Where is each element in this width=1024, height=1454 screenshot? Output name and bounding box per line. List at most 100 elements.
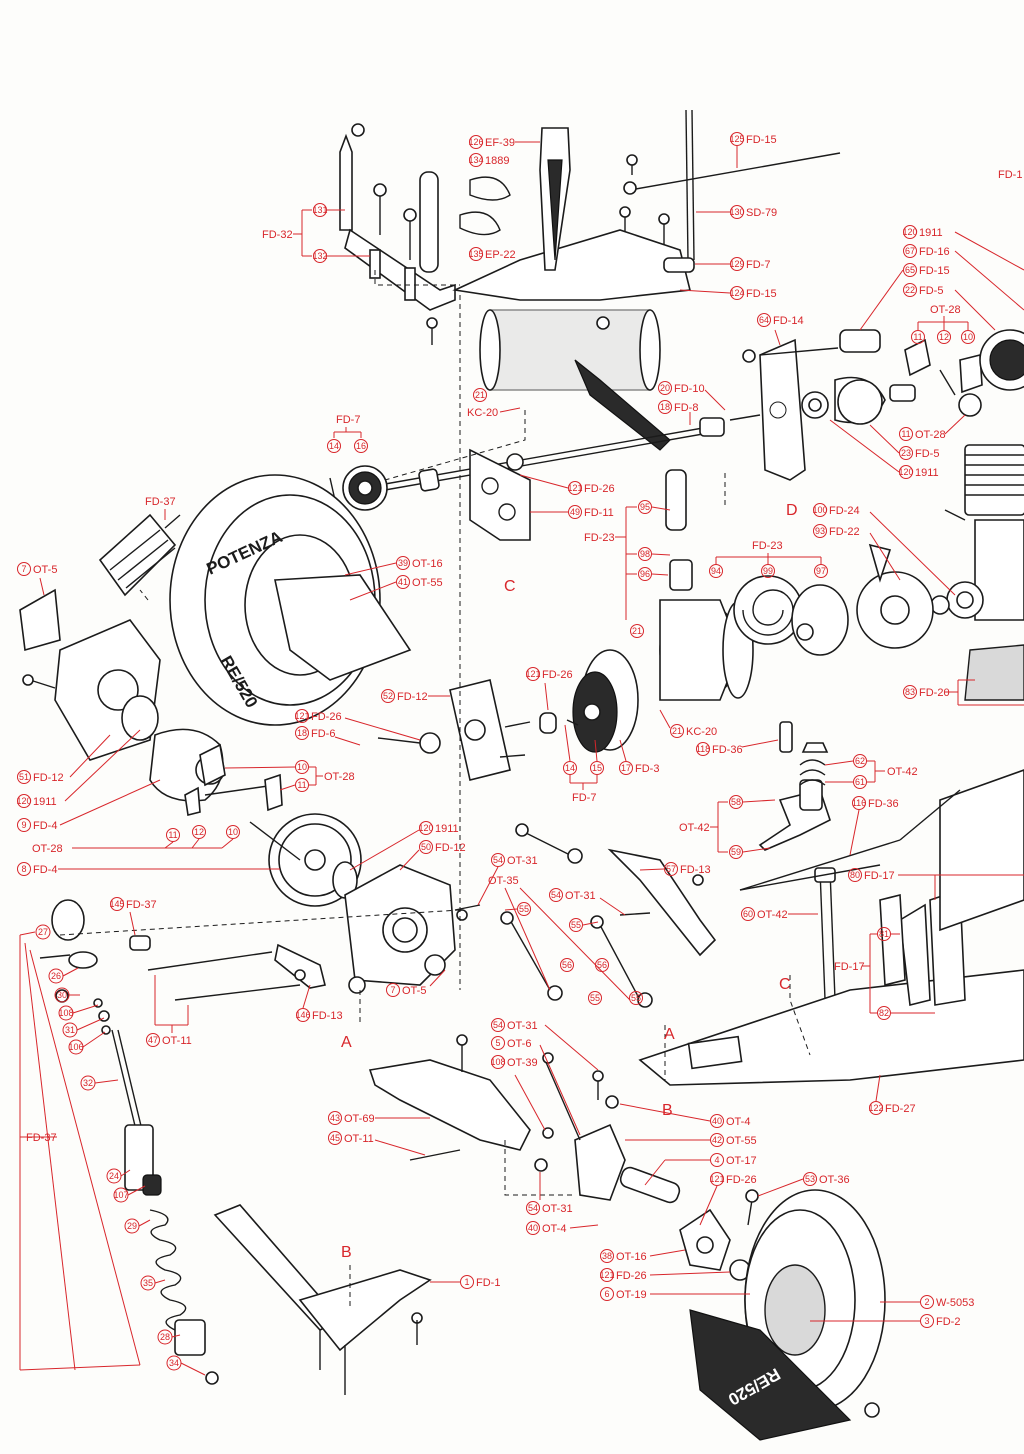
svg-text:21: 21 bbox=[475, 390, 485, 400]
svg-text:134: 134 bbox=[468, 155, 483, 165]
svg-text:120: 120 bbox=[16, 796, 31, 806]
ref-letter-c-chassis: C bbox=[779, 976, 791, 993]
svg-text:45: 45 bbox=[330, 1133, 340, 1143]
svg-text:FD-26: FD-26 bbox=[726, 1174, 757, 1186]
diff-gears-top bbox=[889, 329, 1024, 417]
svg-text:58: 58 bbox=[731, 797, 741, 807]
svg-text:OT-36: OT-36 bbox=[819, 1174, 850, 1186]
svg-text:OT-4: OT-4 bbox=[542, 1223, 566, 1235]
svg-text:124: 124 bbox=[729, 288, 744, 298]
svg-text:OT-42: OT-42 bbox=[887, 766, 918, 778]
svg-text:8: 8 bbox=[21, 864, 26, 874]
svg-text:OT-28: OT-28 bbox=[930, 304, 961, 316]
spur-gear-8 bbox=[249, 813, 362, 907]
svg-text:OT-16: OT-16 bbox=[412, 558, 443, 570]
svg-text:41: 41 bbox=[398, 577, 408, 587]
svg-text:OT-11: OT-11 bbox=[162, 1035, 192, 1047]
svg-text:17: 17 bbox=[621, 763, 631, 773]
body-clips bbox=[459, 176, 511, 236]
chassis-plate bbox=[638, 769, 1024, 1086]
flywheel bbox=[856, 543, 934, 649]
svg-text:99: 99 bbox=[763, 566, 773, 576]
recoil-starter bbox=[659, 469, 849, 701]
svg-text:55: 55 bbox=[571, 920, 581, 930]
svg-text:14: 14 bbox=[329, 441, 339, 451]
svg-text:OT-5: OT-5 bbox=[33, 564, 57, 576]
svg-text:7: 7 bbox=[390, 985, 395, 995]
svg-text:54: 54 bbox=[493, 855, 503, 865]
svg-text:FD-24: FD-24 bbox=[829, 505, 860, 517]
svg-text:2: 2 bbox=[924, 1297, 929, 1307]
svg-text:108: 108 bbox=[490, 1057, 505, 1067]
svg-text:OT-55: OT-55 bbox=[412, 577, 443, 589]
callout-ot-35: OT-35 bbox=[488, 875, 631, 1001]
svg-text:FD-26: FD-26 bbox=[616, 1270, 647, 1282]
svg-text:98: 98 bbox=[640, 549, 650, 559]
rear-gearbox-left bbox=[19, 588, 225, 802]
svg-text:FD-4: FD-4 bbox=[33, 820, 57, 832]
svg-text:FD-22: FD-22 bbox=[829, 526, 860, 538]
svg-text:OT-16: OT-16 bbox=[616, 1251, 647, 1263]
svg-text:20: 20 bbox=[660, 383, 670, 393]
svg-text:54: 54 bbox=[551, 890, 561, 900]
svg-text:OT-31: OT-31 bbox=[507, 855, 538, 867]
svg-text:FD-12: FD-12 bbox=[33, 772, 64, 784]
svg-text:12: 12 bbox=[194, 827, 204, 837]
svg-text:W-5053: W-5053 bbox=[936, 1297, 974, 1309]
svg-text:FD-8: FD-8 bbox=[674, 402, 698, 414]
svg-text:42: 42 bbox=[712, 1135, 722, 1145]
svg-text:132: 132 bbox=[312, 251, 327, 261]
belt-pulley bbox=[566, 649, 639, 753]
svg-text:130: 130 bbox=[729, 207, 744, 217]
svg-text:FD-26: FD-26 bbox=[311, 711, 342, 723]
callout-fd-7-mid: 14 15 FD-7 bbox=[563, 724, 604, 804]
svg-text:10: 10 bbox=[963, 332, 973, 342]
svg-text:FD-23: FD-23 bbox=[584, 532, 615, 544]
callout-ot-31-top: 54 OT-31 bbox=[477, 853, 538, 906]
front-shock bbox=[39, 899, 219, 1385]
svg-text:55: 55 bbox=[631, 993, 641, 1003]
svg-text:OT-42: OT-42 bbox=[679, 822, 710, 834]
front-arm bbox=[368, 1034, 531, 1161]
servo-saver bbox=[758, 721, 837, 1026]
svg-text:KC-20: KC-20 bbox=[686, 726, 717, 738]
callout-ot-28-bottom: 11 12 10 OT-28 bbox=[32, 825, 240, 855]
pulley-16 bbox=[329, 465, 388, 511]
svg-text:135: 135 bbox=[468, 249, 483, 259]
svg-text:FD-6: FD-6 bbox=[311, 728, 335, 740]
svg-text:OT-28: OT-28 bbox=[32, 843, 63, 855]
svg-text:OT-4: OT-4 bbox=[726, 1116, 750, 1128]
callout-w-5053: 2 W-5053 bbox=[880, 1295, 974, 1309]
svg-text:FD-10: FD-10 bbox=[674, 383, 705, 395]
svg-text:FD-7: FD-7 bbox=[572, 792, 596, 804]
svg-text:31: 31 bbox=[65, 1025, 75, 1035]
svg-text:121: 121 bbox=[567, 483, 582, 493]
svg-text:55: 55 bbox=[590, 993, 600, 1003]
svg-text:32: 32 bbox=[83, 1078, 93, 1088]
svg-text:FD-5: FD-5 bbox=[919, 285, 943, 297]
